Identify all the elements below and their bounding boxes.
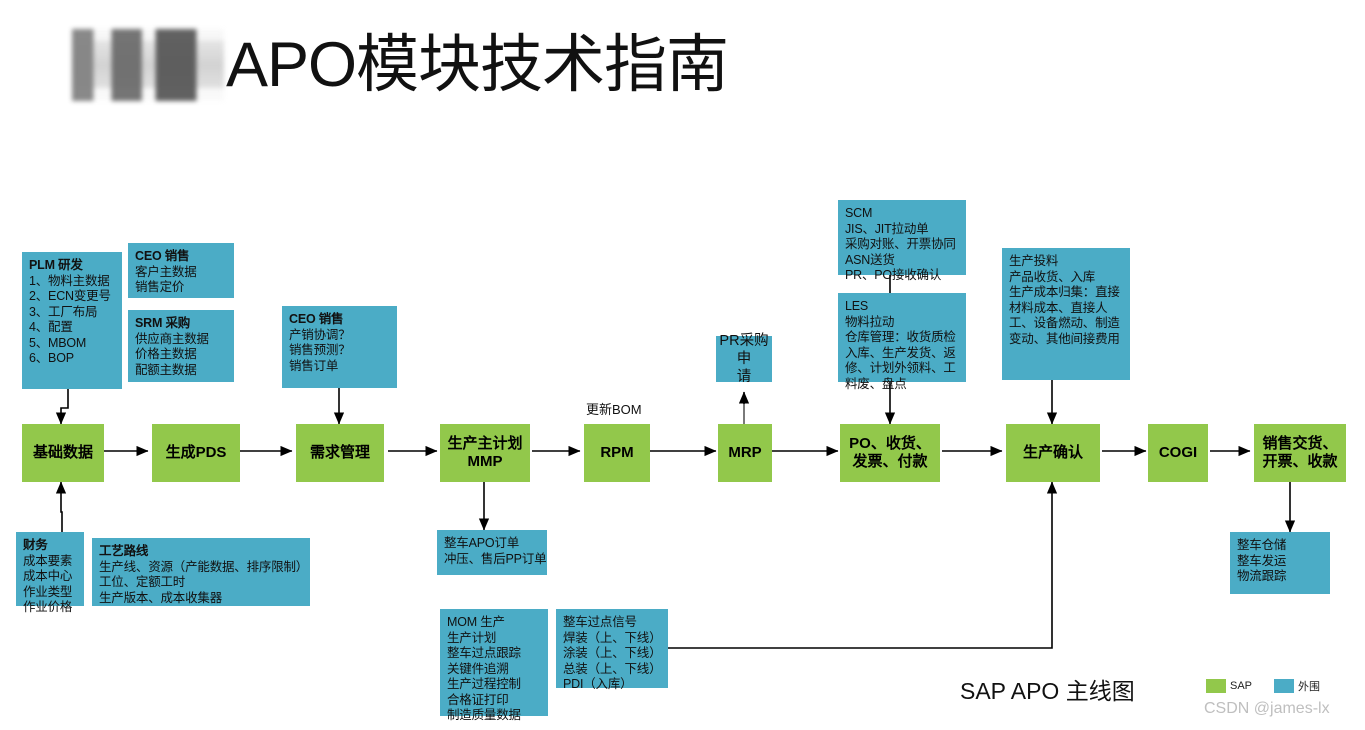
info-line: 涂装（上、下线） — [563, 646, 662, 660]
info-line: 整车过点信号 — [563, 615, 637, 629]
info-line: 销售订单 — [289, 358, 339, 373]
info-line: 成本要素 — [23, 553, 73, 568]
legend-item-peripheral: 外围 — [1274, 678, 1320, 694]
info-line: 产品收货、入库 — [1009, 269, 1096, 284]
info-line: 生产版本、成本收集器 — [99, 590, 223, 605]
info-line: 整车过点跟踪 — [447, 646, 521, 660]
info-line: 整车发运 — [1237, 553, 1287, 568]
info-header: 财务 — [23, 538, 48, 552]
info-box-finance: 财务 成本要素 成本中心 作业类型 作业价格 — [16, 532, 84, 614]
info-box-scm: SCM JIS、JIT拉动单 采购对账、开票协同 ASN送货 PR、PO接收确认 — [838, 200, 966, 282]
watermark: CSDN @james-lx — [1204, 700, 1330, 717]
info-line: MOM 生产 — [447, 615, 505, 629]
label-update-bom: 更新BOM — [586, 402, 642, 417]
info-box-ceo-sales-left: CEO 销售 客户主数据 销售定价 — [128, 243, 234, 298]
info-line: 2、ECN变更号 — [29, 289, 111, 303]
info-box-mom: MOM 生产 生产计划 整车过点跟踪 关键件追溯 生产过程控制 合格证打印 制造… — [440, 609, 548, 722]
info-line: 入库、生产发货、返 — [845, 345, 956, 360]
node-rpm[interactable]: RPM — [584, 424, 650, 482]
info-box-srm: SRM 采购 供应商主数据 价格主数据 配额主数据 — [128, 310, 234, 382]
legend-swatch-sap — [1206, 679, 1226, 693]
info-line: 修、计划外领料、工 — [845, 361, 956, 375]
info-box-ceo-sales-mid: CEO 销售 产销协调？ 销售预测？ 销售订单 — [282, 306, 397, 388]
info-box-vehicle-storage: 整车仓储 整车发运 物流跟踪 — [1230, 532, 1330, 594]
info-header: CEO 销售 — [289, 312, 344, 326]
info-box-routing: 工艺路线 生产线、资源（产能数据、排序限制） 工位、定额工时 生产版本、成本收集… — [92, 538, 310, 606]
info-line: 6、BOP — [29, 351, 74, 365]
info-box-vehicle-order: 整车APO订单 冲压、售后PP订单 — [437, 530, 547, 575]
legend-swatch-peripheral — [1274, 679, 1295, 693]
info-line: SCM — [845, 206, 873, 220]
info-line: 产销协调？ — [289, 327, 351, 342]
info-header: SRM 采购 — [135, 316, 191, 330]
info-line: 5、MBOM — [29, 335, 87, 350]
info-line: 变动、其他间接费用 — [1009, 331, 1120, 346]
info-line: 焊装（上、下线） — [563, 630, 662, 645]
info-line: 采购对账、开票协同 — [845, 237, 956, 251]
info-line: 工位、定额工时 — [99, 575, 186, 589]
info-line: 关键件追溯 — [447, 661, 509, 676]
node-prod-confirm[interactable]: 生产确认 — [1006, 424, 1100, 482]
info-line: 物料拉动 — [845, 314, 895, 329]
node-mmp[interactable]: 生产主计划 MMP — [440, 424, 530, 482]
info-line: 作业类型 — [23, 584, 73, 599]
info-line: 4、配置 — [29, 320, 73, 334]
info-line: 客户主数据 — [135, 264, 197, 279]
legend: SAP 外围 — [1206, 678, 1320, 694]
info-line: 3、工厂布局 — [29, 304, 98, 319]
info-box-plm: PLM 研发 1、物料主数据 2、ECN变更号 3、工厂布局 4、配置 5、MB… — [22, 252, 122, 389]
info-line: 合格证打印 — [447, 692, 509, 707]
node-demand-mgmt[interactable]: 需求管理 — [296, 424, 384, 482]
info-header: PLM 研发 — [29, 258, 83, 272]
info-line: 生产线、资源（产能数据、排序限制） — [99, 559, 309, 574]
node-base-data[interactable]: 基础数据 — [22, 424, 104, 482]
info-line: ASN送货 — [845, 252, 895, 267]
info-line: 1、物料主数据 — [29, 273, 110, 288]
info-line: 物流跟踪 — [1237, 569, 1287, 583]
node-cogi[interactable]: COGI — [1148, 424, 1208, 482]
redacted-logo-block — [72, 29, 224, 101]
info-box-production-input: 生产投料 产品收货、入库 生产成本归集：直接 材料成本、直接人 工、设备燃动、制… — [1002, 248, 1130, 380]
node-pr-request[interactable]: PR采购申 请 — [716, 333, 772, 385]
info-line: PR、PO接收确认 — [845, 268, 942, 282]
info-line: 制造质量数据 — [447, 708, 521, 722]
info-line: 销售预测？ — [289, 343, 351, 357]
info-line: 作业价格 — [23, 600, 73, 614]
info-line: PDI（入库） — [563, 677, 633, 691]
info-line: 材料成本、直接人 — [1009, 300, 1108, 315]
info-line: LES — [845, 299, 869, 313]
legend-label-sap: SAP — [1230, 680, 1253, 692]
info-line: 总装（上、下线） — [563, 661, 662, 676]
info-line: 生产过程控制 — [447, 677, 521, 691]
page-title: APO模块技术指南 — [72, 22, 729, 108]
legend-item-sap: SAP — [1206, 679, 1252, 693]
node-po[interactable]: PO、收货、 发票、付款 — [840, 424, 940, 482]
info-line: 整车APO订单 — [444, 536, 519, 550]
info-box-vehicle-signal: 整车过点信号 焊装（上、下线） 涂装（上、下线） 总装（上、下线） PDI（入库… — [556, 609, 668, 691]
info-line: 销售定价 — [135, 280, 185, 294]
info-line: 冲压、售后PP订单 — [444, 551, 547, 566]
info-line: 整车仓储 — [1237, 538, 1287, 552]
footer-title: SAP APO 主线图 — [960, 678, 1135, 704]
node-sales-delivery[interactable]: 销售交货、 开票、收款 — [1254, 424, 1346, 482]
node-mrp[interactable]: MRP — [718, 424, 772, 482]
node-generate-pds[interactable]: 生成PDS — [152, 424, 240, 482]
info-line: 生产成本归集：直接 — [1009, 285, 1120, 299]
info-line: 生产计划 — [447, 630, 497, 645]
info-header: CEO 销售 — [135, 249, 190, 263]
info-line: 料废、盘点 — [845, 376, 907, 391]
info-line: 价格主数据 — [135, 347, 197, 361]
page-title-text: APO模块技术指南 — [226, 29, 729, 100]
info-line: 工、设备燃动、制造 — [1009, 316, 1120, 330]
info-box-les: LES 物料拉动 仓库管理：收货质检 入库、生产发货、返 修、计划外领料、工 料… — [838, 293, 966, 391]
legend-label-peripheral: 外围 — [1298, 681, 1321, 693]
info-line: 配额主数据 — [135, 362, 197, 377]
info-line: 生产投料 — [1009, 254, 1059, 268]
info-line: JIS、JIT拉动单 — [845, 221, 929, 236]
info-line: 供应商主数据 — [135, 331, 209, 346]
info-line: 仓库管理：收货质检 — [845, 330, 956, 344]
info-header: 工艺路线 — [99, 544, 149, 558]
info-line: 成本中心 — [23, 569, 73, 583]
